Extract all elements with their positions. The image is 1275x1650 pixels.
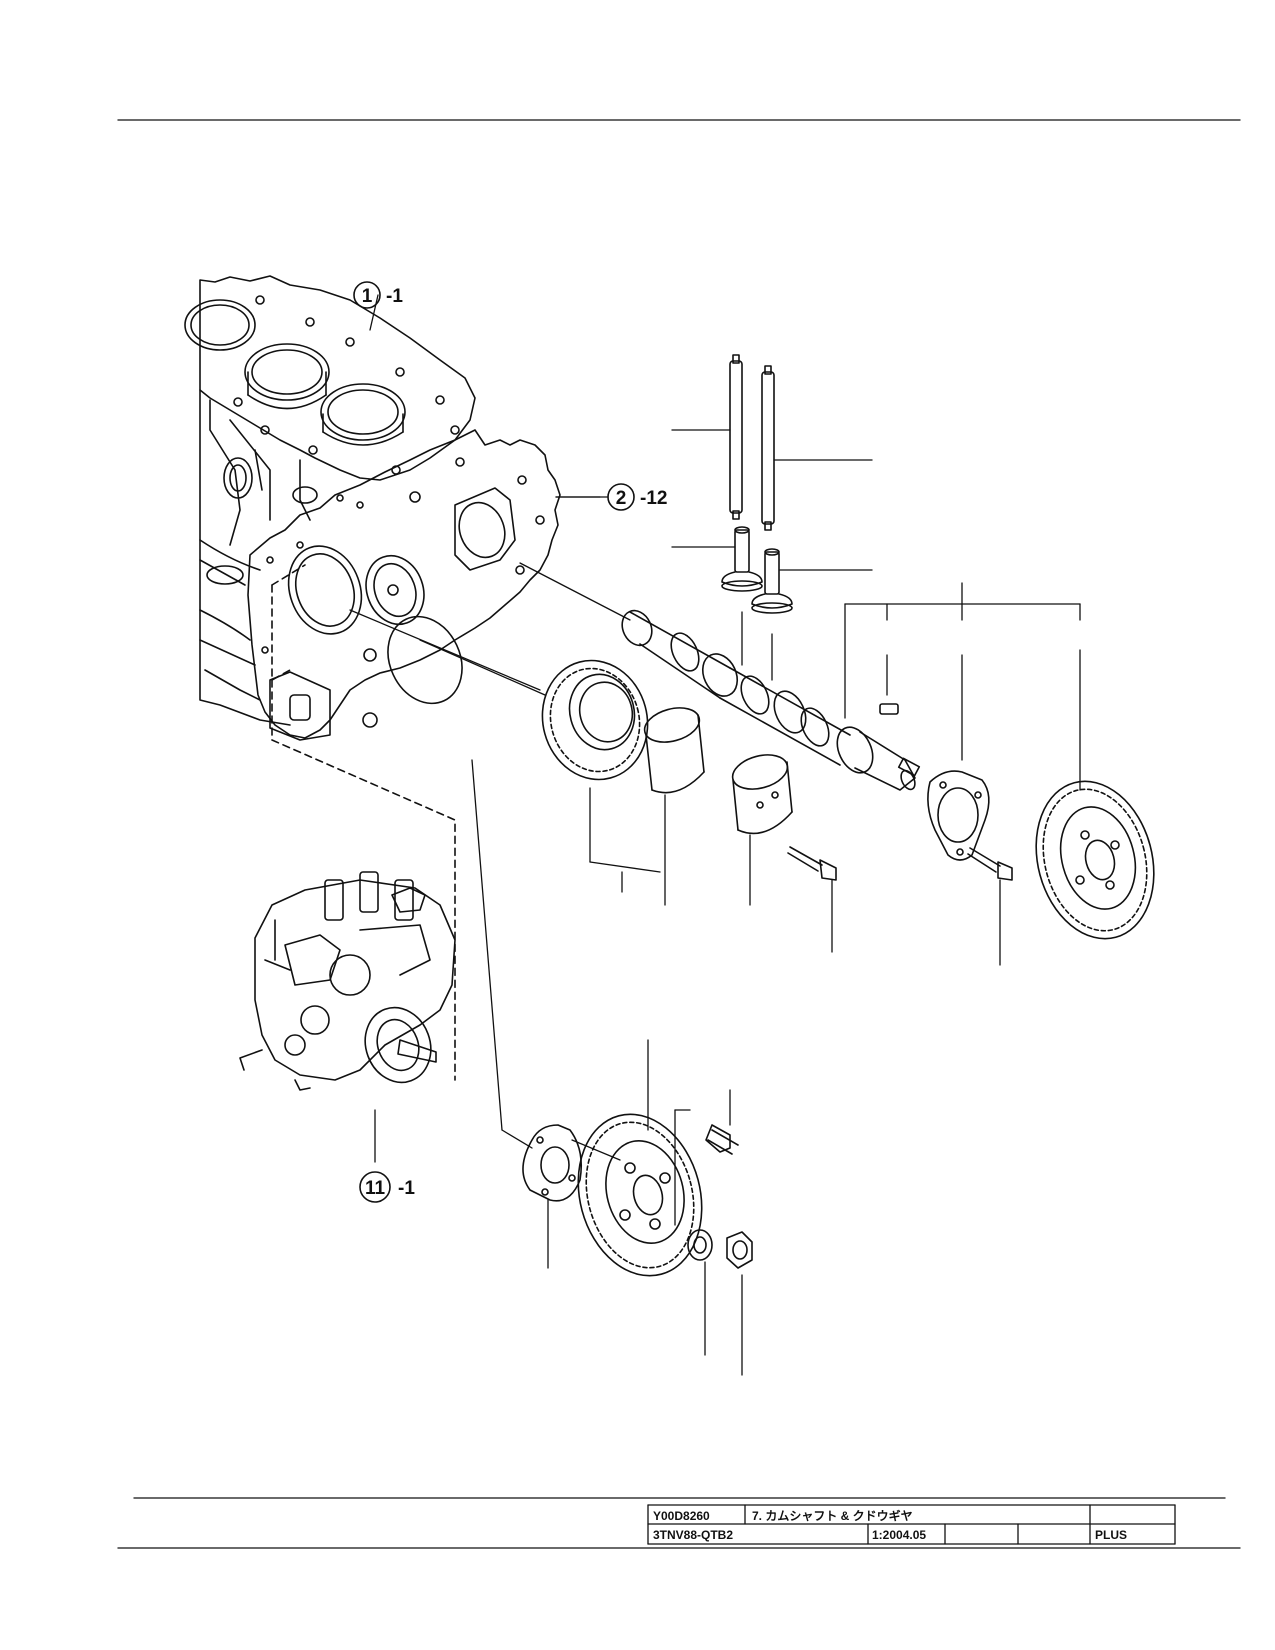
spring-washer (687, 1229, 713, 1261)
callout-1-circle (353, 281, 381, 309)
thrust-plate (927, 770, 990, 861)
thrust-plate-bolt (967, 847, 1013, 881)
woodruff-key (879, 703, 899, 715)
idle-gear-shaft (731, 754, 793, 835)
callout-2-suffix: -12 (640, 488, 667, 509)
engine-model: 3TNV88-QTB2 (653, 1528, 733, 1542)
callout-1-suffix: -1 (386, 286, 403, 307)
pump-gear-hub (522, 1124, 583, 1202)
gear-housing-plate (247, 429, 561, 741)
tappets (721, 526, 793, 614)
idle-gear (541, 659, 649, 781)
camshaft-gear (1035, 780, 1155, 940)
scale-date: 1:2004.05 (872, 1528, 926, 1542)
pump-gear-bolt (705, 1124, 739, 1155)
pump-gear (577, 1113, 703, 1277)
callout-11-suffix: -1 (398, 1178, 415, 1199)
plus-label: PLUS (1095, 1528, 1127, 1542)
callout-11-number: 11 (365, 1178, 386, 1199)
camshaft (621, 609, 921, 791)
pump-dashed-outline (271, 679, 456, 1081)
hex-nut (726, 1231, 753, 1269)
callout-2-number: 2 (616, 488, 627, 509)
drawing-number: Y00D8260 (653, 1509, 710, 1523)
title-block (117, 1497, 1241, 1549)
idle-gear-bushing (643, 707, 705, 794)
callout-1-number: 1 (362, 286, 373, 307)
drawing-title: 7. カムシャフト & クドウギヤ (752, 1508, 913, 1523)
idle-gear-bolt (787, 846, 837, 881)
fuel-injection-pump (239, 871, 456, 1091)
leader-lines (349, 294, 1081, 1376)
push-rods (729, 354, 775, 531)
cylinder-block (184, 275, 476, 726)
callout-11-circle (359, 1171, 391, 1203)
